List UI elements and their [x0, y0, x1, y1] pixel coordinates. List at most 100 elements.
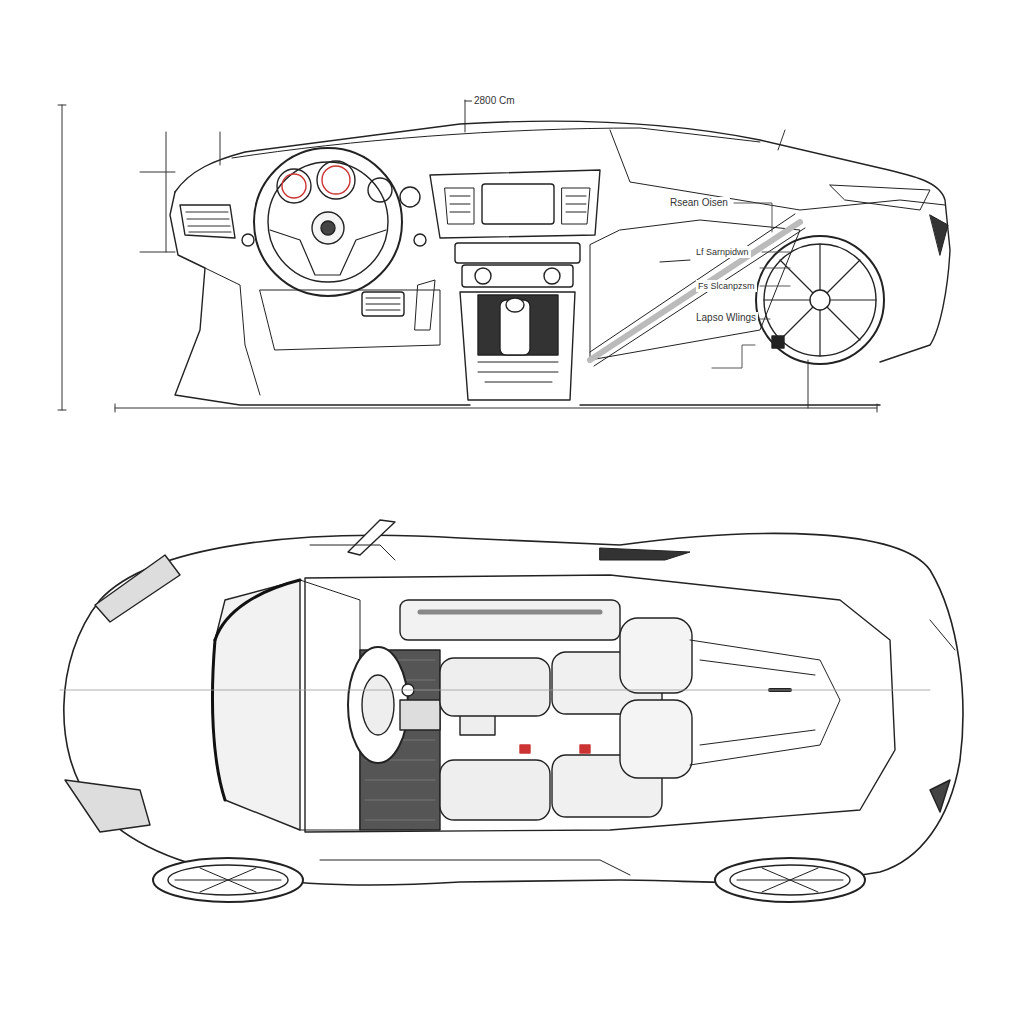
car-top-view-part: [620, 618, 692, 693]
car-top-view-part: [153, 858, 303, 902]
leader-lines-part: [762, 252, 790, 253]
dashboard-outline-part: [205, 268, 260, 395]
car-top-view-part: [730, 865, 850, 895]
dashboard-outline-part: [590, 214, 805, 366]
part-label: Rsean Oisen: [668, 197, 730, 209]
dashboard-outline: [170, 121, 950, 405]
car-top-view-part: [310, 545, 395, 560]
dimension-lines-part: [465, 100, 466, 132]
dashboard-outline-part: [232, 128, 760, 158]
dimension-lines-part: [778, 130, 785, 150]
dashboard-outline-part: [362, 292, 404, 316]
dashboard-outline-part: [368, 178, 392, 202]
car-top-view-part: [212, 580, 300, 830]
dashboard-outline-part: [562, 188, 590, 224]
part-label: Fs Slcanpzsm: [696, 280, 757, 292]
dimension-lines-part: [465, 101, 472, 102]
dashboard-outline-part: [478, 295, 558, 355]
dashboard-outline-part: [268, 162, 388, 282]
car-top-view-part: [700, 660, 815, 745]
car-top-view-part: [60, 690, 930, 691]
dashboard-outline-part: [462, 265, 573, 287]
car-top-view-part: [440, 760, 550, 820]
leader-lines-part: [760, 268, 790, 269]
dashboard-outline-part: [830, 185, 930, 210]
dashboard-outline-part: [282, 174, 306, 198]
dashboard-outline-part: [772, 336, 784, 348]
car-top-view-part: [420, 610, 600, 615]
dashboard-outline-part: [478, 362, 558, 382]
dimension-lines-part: [140, 172, 175, 173]
car-top-view-part: [715, 858, 865, 902]
dashboard-outline-part: [260, 290, 440, 350]
dashboard-outline-part: [756, 236, 884, 364]
dashboard-outline-part: [317, 161, 355, 199]
car-top-view-part: [400, 600, 620, 640]
car-top-view-part: [305, 575, 895, 832]
dashboard-outline-part: [460, 292, 575, 400]
dashboard-outline-part: [764, 244, 876, 356]
dimension-lines-part: [808, 360, 809, 408]
dashboard-outline-part: [254, 148, 402, 296]
car-top-view-part: [64, 533, 963, 885]
car-top-view-part: [737, 868, 843, 892]
car-top-view-part: [212, 640, 225, 800]
leader-lines-part: [734, 203, 772, 232]
car-top-view-part: [362, 675, 394, 735]
dashboard-outline-part: [455, 243, 580, 263]
dashboard-outline-part: [400, 187, 420, 207]
dashboard-outline-part: [482, 184, 554, 224]
dimension-lines-part: [166, 132, 167, 252]
dimension-lines-part: [140, 252, 175, 253]
dashboard-outline-part: [475, 268, 491, 284]
dashboard-outline-part: [242, 234, 254, 246]
dimension-lines-part: [115, 408, 877, 409]
dashboard-outline-part: [930, 215, 948, 255]
dimension-lines: [58, 100, 877, 412]
car-top-view-part: [400, 700, 440, 730]
dashboard-outline-part: [180, 205, 235, 238]
car-top-view-part: [520, 745, 530, 753]
dashboard-outline-part: [186, 212, 231, 232]
car-top-view-part: [175, 868, 281, 892]
car-top-view-part: [168, 865, 288, 895]
dashboard-outline-part: [414, 234, 426, 246]
car-top-view-part: [215, 580, 300, 640]
dimension-lines-part: [58, 105, 66, 106]
car-top-view-part: [580, 745, 590, 753]
dashboard-outline-part: [580, 404, 880, 405]
car-top-view-part: [95, 555, 180, 622]
dashboard-outline-part: [175, 121, 950, 362]
dashboard-outline-part: [277, 169, 311, 203]
dashboard-outline-part: [312, 212, 344, 244]
car-top-view: [60, 520, 963, 902]
dashboard-outline-part: [660, 260, 690, 262]
dimension-lines-part: [62, 105, 63, 410]
car-top-view-part: [440, 658, 550, 716]
car-top-view-part: [930, 780, 950, 812]
dashboard-outline-part: [321, 221, 335, 235]
dashboard-outline-part: [764, 244, 876, 356]
leader-lines-part: [712, 345, 755, 368]
part-label: Lapso Wlings: [694, 312, 758, 324]
car-top-view-part: [348, 647, 408, 763]
dashboard-outline-part: [445, 188, 474, 224]
dashboard-outline-part: [506, 298, 524, 312]
dashboard-outline-part: [366, 298, 400, 310]
car-top-view-part: [690, 640, 840, 765]
car-top-view-part: [930, 620, 955, 650]
dashboard-outline-part: [610, 130, 945, 210]
dimension-lines-part: [115, 404, 116, 412]
car-top-view-part: [65, 780, 150, 832]
part-label: Lf Sarnpidwn: [694, 246, 751, 258]
dashboard-outline-part: [430, 170, 600, 238]
dashboard-outline-part: [544, 268, 560, 284]
dashboard-outline-part: [170, 192, 470, 405]
dimension-label: 2800 Cm: [472, 95, 517, 107]
dashboard-outline-part: [322, 166, 350, 194]
car-top-view-part: [600, 548, 690, 560]
car-top-view-part: [348, 520, 395, 555]
leader-lines-part: [760, 286, 790, 287]
